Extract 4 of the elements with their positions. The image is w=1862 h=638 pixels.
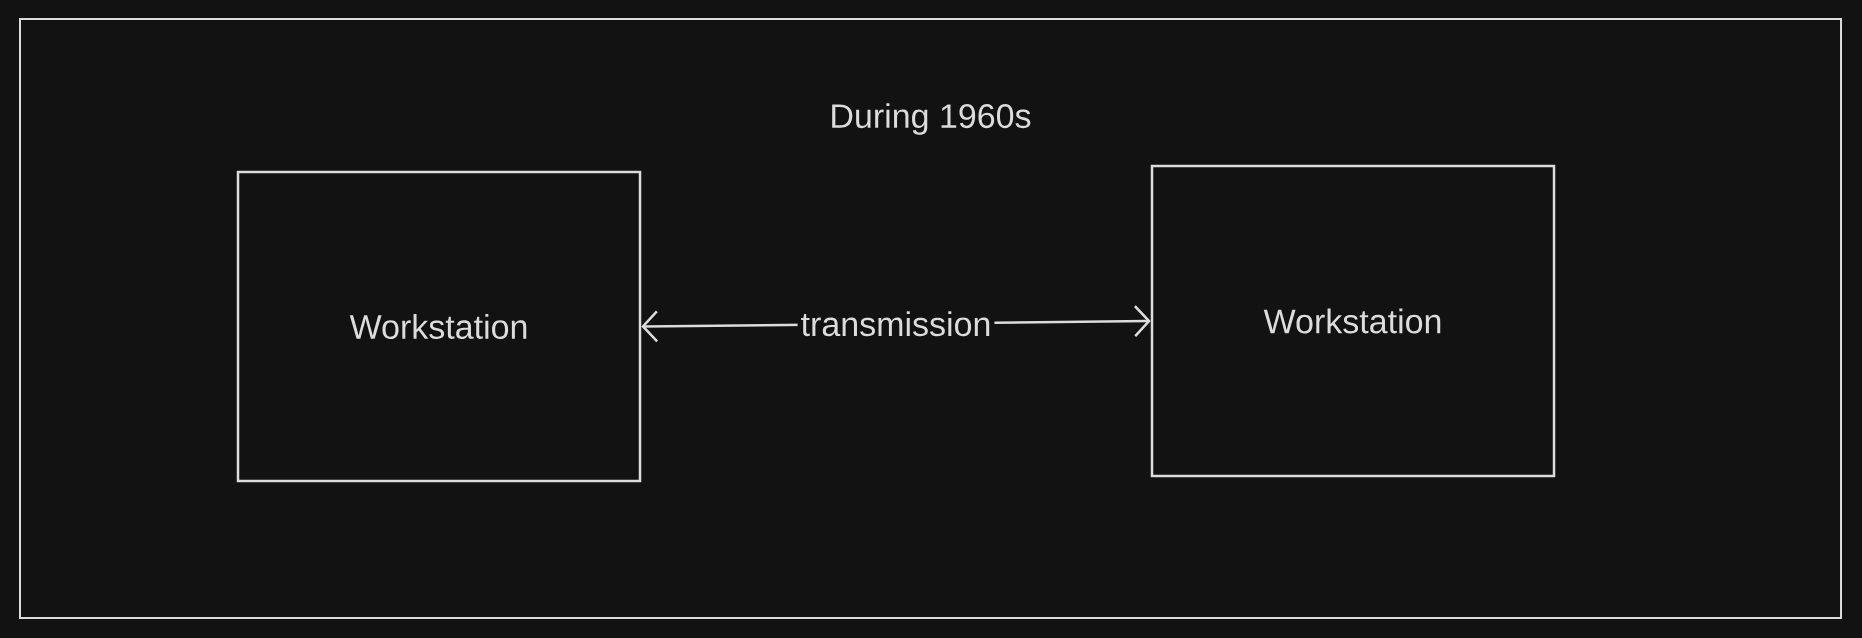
process-box: Workstation <box>1150 164 1556 478</box>
process-box: Workstation <box>236 170 642 483</box>
title: During 1960s <box>832 103 1031 135</box>
edge-label: transmission <box>801 311 990 337</box>
